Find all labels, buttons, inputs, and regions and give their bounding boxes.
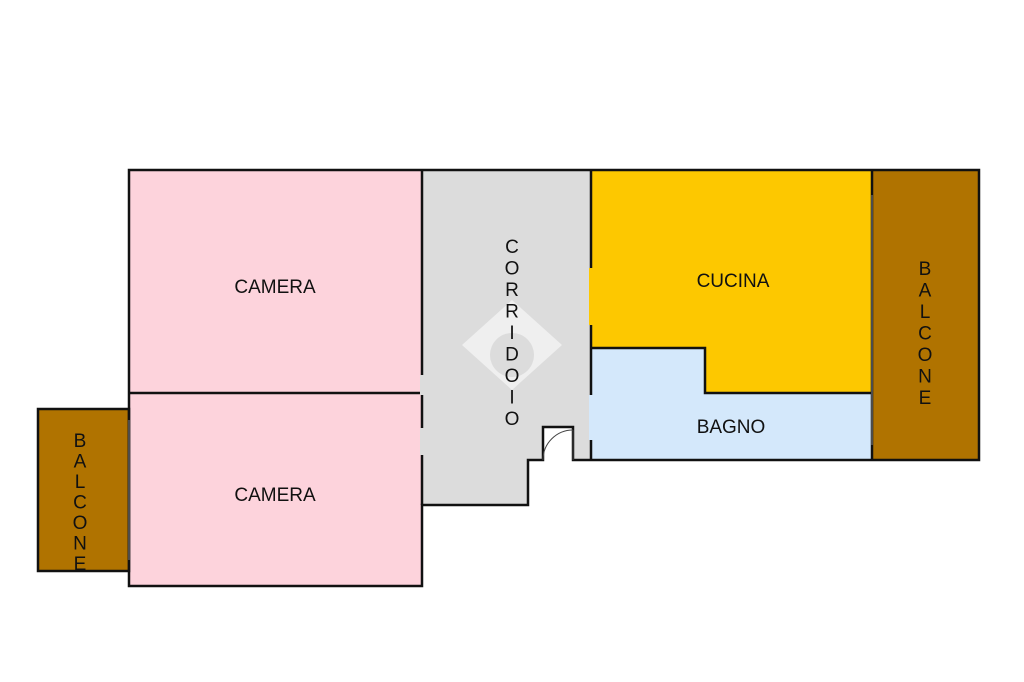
vertical-label-letter: O xyxy=(918,345,933,366)
balcone-right xyxy=(872,170,979,460)
vertical-label-letter: I xyxy=(509,323,514,344)
vertical-label-letter: N xyxy=(918,367,932,388)
vertical-label-letter: E xyxy=(919,388,932,409)
camera-bottom-room xyxy=(129,393,422,586)
camera-top-room xyxy=(129,170,422,393)
camera-top-label: CAMERA xyxy=(234,277,316,298)
vertical-label-letter: E xyxy=(74,554,87,575)
bagno-label: BAGNO xyxy=(697,417,766,438)
vertical-label-letter: L xyxy=(920,302,931,323)
vertical-label-letter: O xyxy=(505,259,520,280)
vertical-label-letter: O xyxy=(505,409,520,430)
balcone-left xyxy=(38,409,129,571)
vertical-label-letter: A xyxy=(74,452,87,473)
vertical-label-letter: O xyxy=(505,366,520,387)
wall-cucina-bagno xyxy=(591,346,872,395)
vertical-label-letter: N xyxy=(73,534,87,555)
cucina-room xyxy=(591,170,872,393)
vertical-label-letter: B xyxy=(74,431,87,452)
vertical-label-letter: O xyxy=(73,513,88,534)
vertical-label-letter: C xyxy=(918,324,932,345)
entrance-door-swing xyxy=(542,429,574,461)
vertical-label-letter: B xyxy=(919,259,932,280)
vertical-label-letter: C xyxy=(505,237,519,258)
bagno-room xyxy=(591,348,872,460)
camera-bottom-label: CAMERA xyxy=(234,485,316,506)
cucina-label: CUCINA xyxy=(697,271,770,292)
vertical-label-letter: D xyxy=(505,345,519,366)
watermark-logo xyxy=(462,300,562,390)
vertical-label-letter: R xyxy=(505,280,519,301)
vertical-label-letter: C xyxy=(73,493,87,514)
vertical-label-letter: L xyxy=(75,472,86,493)
vertical-label-letter: I xyxy=(509,388,514,409)
vertical-label-letter: R xyxy=(505,302,519,323)
vertical-label-letter: A xyxy=(919,281,932,302)
